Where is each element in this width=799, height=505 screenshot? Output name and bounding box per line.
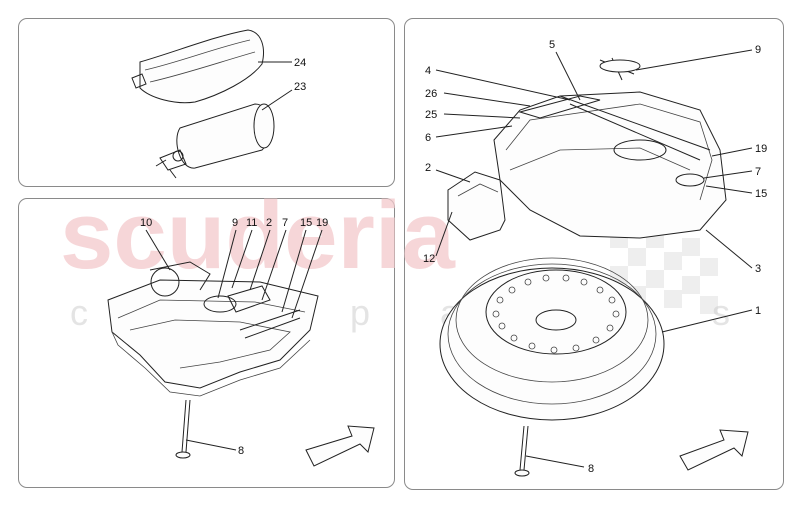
tool-tray-part (107, 261, 319, 397)
bolt-part (175, 399, 191, 459)
bag-part (131, 29, 264, 104)
leader-line (291, 229, 323, 319)
leader-line (261, 229, 287, 301)
callout-label: 4 (425, 65, 431, 77)
leader-line (231, 229, 253, 289)
watermark-letter: c (70, 292, 90, 333)
callout-label: 2 (266, 217, 272, 229)
leader-line (705, 229, 753, 269)
leader-line (443, 92, 531, 107)
inflator-canister-part (155, 103, 275, 179)
watermark-flag (610, 230, 718, 314)
callout-label: 9 (755, 44, 761, 56)
leader-line (703, 170, 753, 179)
jack-tray-part (493, 57, 727, 239)
callout-label: 7 (755, 166, 761, 178)
leader-line (705, 185, 753, 194)
leader-line (217, 229, 237, 299)
leader-line (281, 229, 307, 313)
watermark-brand: scuderia (60, 182, 455, 289)
callout-label: 19 (755, 143, 767, 155)
leader-line (435, 125, 513, 138)
panel-top-left (18, 18, 395, 187)
cushion-part (447, 171, 506, 241)
bolt-part (514, 425, 530, 477)
callout-label: 8 (238, 445, 244, 457)
callout-label: 26 (425, 88, 437, 100)
leader-line (525, 455, 585, 468)
leader-line (435, 211, 453, 257)
leader-line (635, 49, 753, 71)
callout-label: 25 (425, 109, 437, 121)
panel-bottom-left (18, 198, 395, 488)
leader-line (443, 113, 521, 119)
leader-line (261, 89, 293, 111)
leader-line (711, 147, 753, 157)
callout-label: 3 (755, 263, 761, 275)
callout-label: 5 (549, 39, 555, 51)
callout-label: 8 (588, 463, 594, 475)
leader-line (145, 229, 171, 271)
callout-label: 6 (425, 132, 431, 144)
callout-label: 15 (755, 188, 767, 200)
callout-label: 11 (246, 217, 257, 229)
callout-label: 1 (755, 305, 761, 317)
callout-label: 10 (140, 217, 152, 229)
leader-line (435, 169, 471, 183)
direction-arrow-left (305, 425, 375, 467)
watermark-letter: p (350, 292, 372, 333)
callout-label: 2 (425, 162, 431, 174)
callout-label: 24 (294, 57, 306, 69)
leader-line (435, 69, 571, 101)
leader-line (185, 439, 237, 451)
callout-label: 7 (282, 217, 288, 229)
watermark-letter: s (712, 292, 732, 333)
leader-line (661, 309, 753, 333)
callout-label: 9 (232, 217, 238, 229)
direction-arrow-right (679, 429, 749, 471)
callout-label: 19 (316, 217, 328, 229)
callout-label: 23 (294, 81, 306, 93)
leader-line (555, 51, 581, 101)
callout-label: 12 (423, 253, 435, 265)
panel-right (404, 18, 784, 490)
leader-line (249, 229, 271, 291)
callout-label: 15 (300, 217, 312, 229)
spare-wheel-part (439, 257, 665, 421)
